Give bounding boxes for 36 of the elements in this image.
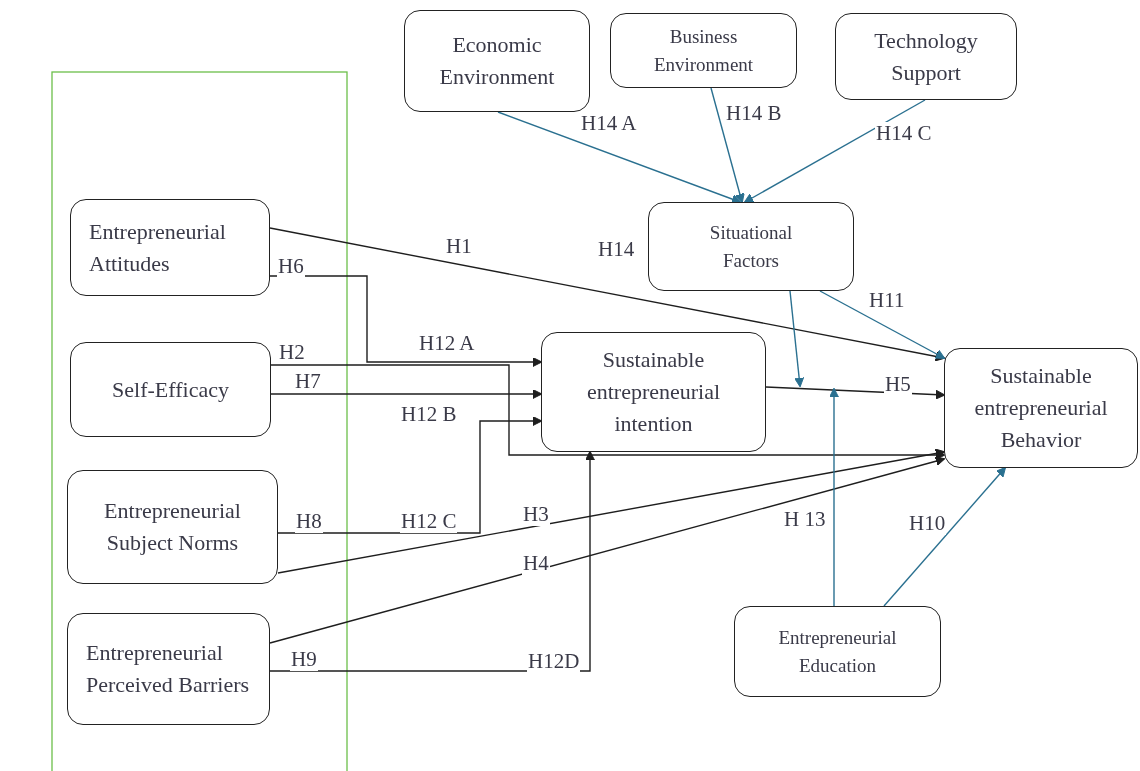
construct-box — [70, 199, 270, 296]
construct-label: Situational Factors — [708, 220, 794, 273]
arrow — [743, 99, 926, 203]
construct-box — [67, 613, 270, 725]
construct-box — [541, 332, 766, 452]
construct-box — [944, 348, 1138, 468]
construct-label: Business Environment — [652, 24, 755, 77]
construct-box — [648, 202, 854, 291]
construct-box — [67, 470, 278, 584]
construct-box — [734, 606, 941, 697]
arrow — [710, 87, 745, 204]
arrow — [277, 416, 543, 534]
construct-label: Self-Efficacy — [112, 375, 229, 404]
construct-label: Technology Support — [873, 26, 979, 87]
arrow — [497, 111, 742, 204]
arrow — [270, 364, 946, 460]
construct-box — [70, 342, 271, 437]
arrow — [269, 456, 946, 644]
arrow — [883, 466, 1007, 607]
construct-box — [835, 13, 1017, 100]
construct-label: Entrepreneurial Perceived Barriers — [86, 639, 251, 699]
construct-label: Sustainable entrepreneurial Behavior — [973, 362, 1109, 454]
arrow — [269, 450, 595, 672]
arrow — [270, 389, 543, 399]
construct-label: Entrepreneurial Education — [777, 625, 898, 678]
construct-label: Sustainable entrepreneurial intention — [585, 346, 722, 438]
arrow — [277, 448, 946, 574]
construct-box — [404, 10, 590, 112]
arrow — [269, 275, 543, 367]
arrow — [819, 290, 946, 359]
arrow — [829, 387, 839, 607]
construct-box — [610, 13, 797, 88]
arrow — [789, 290, 805, 388]
construct-label: Entrepreneurial Subject Norms — [103, 497, 242, 557]
construct-label: Economic Environment — [438, 31, 556, 91]
construct-label: Entrepreneurial Attitudes — [89, 217, 227, 278]
